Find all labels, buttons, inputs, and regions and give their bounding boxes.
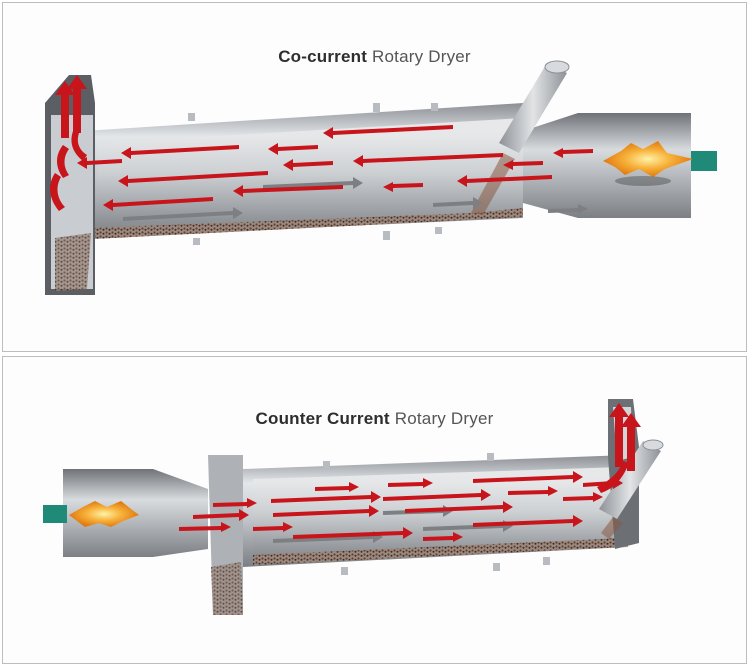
firing-hood-plate xyxy=(208,455,243,615)
co-current-title: Co-current Rotary Dryer xyxy=(3,47,746,67)
co-current-dryer-illustration xyxy=(45,60,717,295)
counter-current-title-bold: Counter Current xyxy=(255,409,390,428)
counter-current-panel: Counter Current Rotary Dryer xyxy=(2,356,747,664)
feed-chute-icon xyxy=(471,60,570,215)
feed-chute-icon xyxy=(599,439,664,539)
fuel-pipe xyxy=(691,151,717,171)
burner-flame-icon xyxy=(69,501,139,527)
co-current-panel: Co-current Rotary Dryer xyxy=(2,2,747,352)
counter-current-title: Counter Current Rotary Dryer xyxy=(3,409,746,429)
counter-current-title-rest: Rotary Dryer xyxy=(394,409,494,428)
gas-flow-arrows xyxy=(179,471,623,543)
rotary-drum xyxy=(83,103,523,245)
co-current-title-bold: Co-current xyxy=(278,47,368,66)
counter-current-dryer-illustration xyxy=(43,399,664,615)
gas-flow-arrows xyxy=(77,125,593,221)
fuel-pipe xyxy=(43,505,67,523)
burner-hood xyxy=(523,113,717,218)
burner-hood xyxy=(43,469,208,557)
co-current-title-rest: Rotary Dryer xyxy=(372,47,471,66)
exhaust-arrow-icon xyxy=(50,75,87,211)
burner-flame-icon xyxy=(603,141,693,186)
